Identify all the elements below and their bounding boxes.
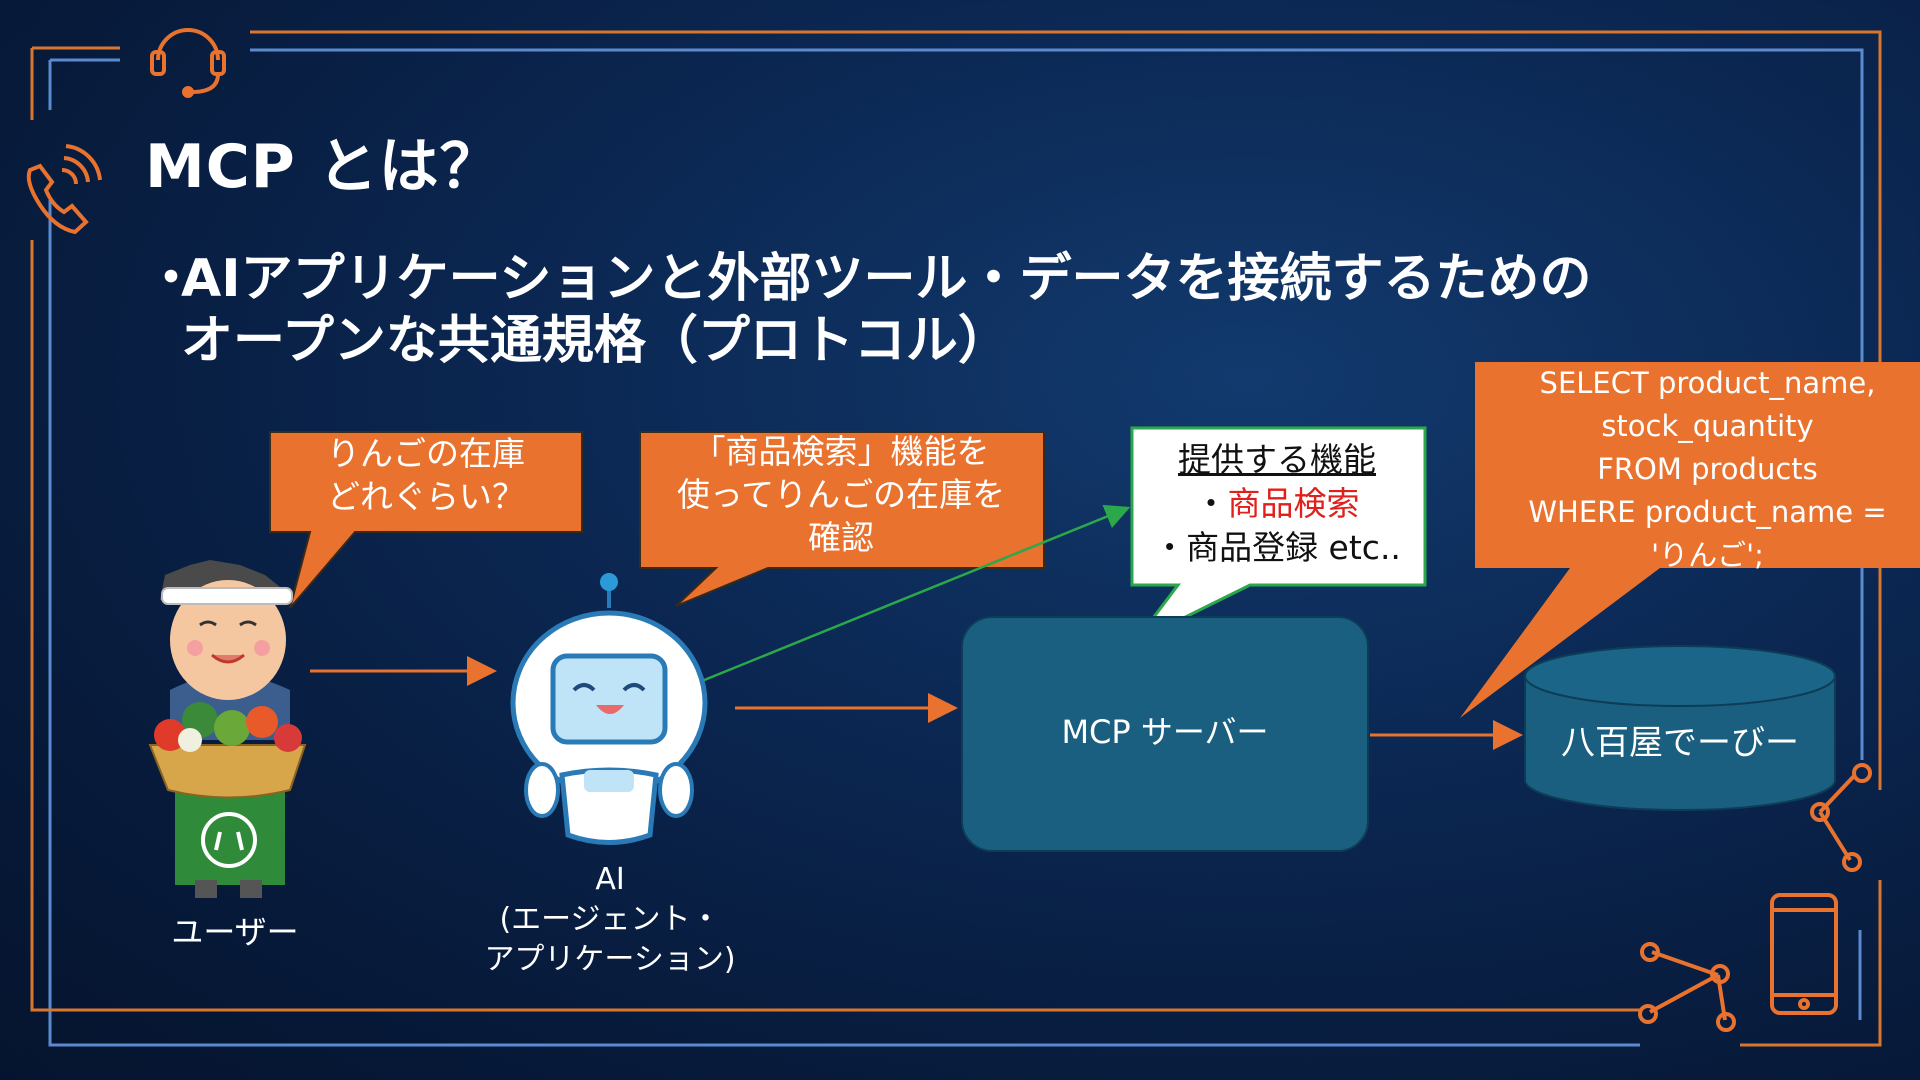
ai-label-line: アプリケーション) [484,942,736,977]
callout-line: 確認 [808,518,874,557]
slide-title: MCP とは？ [145,132,501,202]
sql-line: WHERE product_name = [1528,495,1887,529]
sql-line: 'りんご'; [1651,538,1764,572]
callout-line: りんごの在庫 [327,434,525,473]
sql-line: SELECT product_name, [1539,366,1876,400]
ai-action-text: 「商品検索」機能を 使ってりんごの在庫を 確認 [640,430,1042,559]
callout-ai-action [639,431,1045,607]
bullet-point: ・ AIアプリケーションと外部ツール・データを接続するための オープンな共通規格… [145,248,1745,372]
features-heading: 提供する機能 [1178,440,1376,479]
server-features-text: 提供する機能 ・商品検索 ・商品登録 etc.. [1132,438,1422,570]
sql-line: stock_quantity [1601,409,1814,443]
callout-line: 使ってりんごの在庫を [676,475,1006,514]
sql-query-text: SELECT product_name, stock_quantity FROM… [1475,362,1920,577]
callout-sql [1460,362,1920,718]
callout-line: どれぐらい？ [327,477,525,516]
smartphone-icon [1770,893,1838,1015]
feature-item-1-highlight: 商品検索 [1227,484,1360,523]
robot-illustration [510,573,708,845]
ai-label-line: AI [595,862,625,897]
headset-icon [150,28,226,98]
bullet-line-1: AIアプリケーションと外部ツール・データを接続するための [181,249,1592,309]
user-question-text: りんごの在庫 どれぐらい？ [268,432,584,518]
ai-label-line: (エージェント・ [499,902,721,937]
mcp-server-box [961,616,1369,852]
mcp-server-label: MCP サーバー [1061,713,1269,751]
user-illustration [148,560,307,898]
bullet-mark: ・ [145,249,198,309]
network-nodes-icon [1810,763,1872,872]
ai-label: AI (エージェント・ アプリケーション) [430,860,790,980]
feature-item-1-prefix: ・ [1194,484,1228,523]
user-label: ユーザー [171,913,299,951]
bullet-line-2: オープンな共通規格（プロトコル） [181,311,1010,371]
arrow-ai-to-features [659,504,1131,700]
feature-item-1: ・商品検索 [1132,482,1422,526]
sql-line: FROM products [1597,452,1818,486]
feature-item-2: ・商品登録 etc.. [1153,528,1401,567]
database-cylinder [1524,645,1836,811]
callout-line: 「商品検索」機能を [692,432,990,471]
callout-user-question [269,431,583,609]
phone-icon [26,144,102,235]
database-label: 八百屋でーびー [1561,723,1799,763]
callout-server-features [1130,426,1427,644]
network-nodes-icon [1638,942,1736,1032]
